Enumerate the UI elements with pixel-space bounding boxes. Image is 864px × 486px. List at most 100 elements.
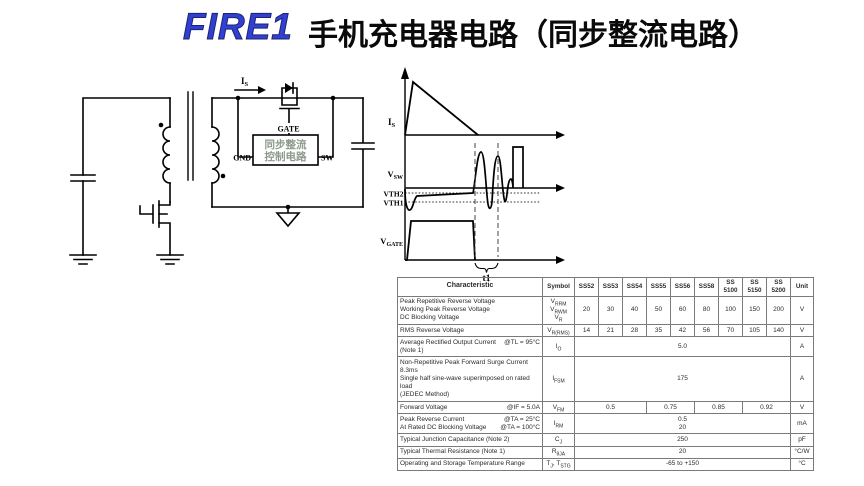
value-cell: 0.92 [742, 401, 791, 415]
characteristic-cell: RMS Reverse Voltage [397, 324, 543, 338]
value-cell: 56 [694, 324, 719, 338]
value-cell: 150 [742, 295, 767, 326]
symbol-cell: IFSM [542, 356, 575, 403]
is-waveform-label: IS [388, 117, 396, 129]
unit-cell: mA [790, 413, 814, 435]
characteristic-cell: Typical Thermal Resistance (Note 1) [397, 445, 543, 459]
value-cell: 200 [766, 295, 791, 326]
value-cell: 250 [574, 433, 791, 447]
column-header: Symbol [542, 277, 575, 297]
table-row: Non-Repetitive Peak Forward Surge Curren… [397, 356, 814, 403]
value-cell: 70 [718, 324, 743, 338]
characteristic-cell: Forward Voltage@IF = 5.0A [397, 401, 543, 415]
output-capacitor [351, 97, 375, 208]
is-trace [404, 80, 479, 136]
gate-pin-label: GATE [277, 125, 299, 134]
characteristic-cell: Operating and Storage Temperature Range [397, 457, 543, 471]
value-cell: -65 to +150 [574, 457, 791, 471]
value-cell: 0.85 [694, 401, 743, 415]
transformer-core [187, 91, 194, 181]
page-title: 手机充电器电路（同步整流电路） [308, 19, 758, 52]
value-cell: 5.0 [574, 336, 791, 358]
secondary-winding [211, 126, 220, 184]
value-cell: 21 [598, 324, 623, 338]
value-cell: 100 [718, 295, 743, 326]
control-box-label-line1: 同步整流 [265, 138, 307, 151]
control-box-label-line2: 控制电路 [265, 150, 307, 163]
value-cell: 175 [574, 356, 791, 403]
value-cell: 14 [574, 324, 599, 338]
body-diode-icon [285, 82, 294, 94]
axis-arrow-right [556, 256, 565, 264]
symbol-cell: TJ, TSTG [542, 457, 575, 471]
column-header: SS56 [670, 277, 695, 297]
unit-cell: pF [790, 433, 814, 447]
polarity-dot [158, 122, 164, 128]
polarity-dot [220, 173, 226, 179]
symbol-cell: IO [542, 336, 575, 358]
column-header: SS54 [622, 277, 647, 297]
is-current-arrow [234, 86, 266, 94]
unit-cell: A [790, 336, 814, 358]
column-header: Unit [790, 277, 814, 297]
value-cell: 35 [646, 324, 671, 338]
gnd-wire [237, 97, 254, 158]
value-cell: 42 [670, 324, 695, 338]
axis-arrow-right [556, 184, 565, 192]
value-cell: 20 [574, 445, 791, 459]
unit-cell: °C [790, 457, 814, 471]
unit-cell: A [790, 356, 814, 403]
value-cell: 40 [622, 295, 647, 326]
unit-cell: V [790, 401, 814, 415]
unit-cell: V [790, 324, 814, 338]
symbol-cell: RθJA [542, 445, 575, 459]
circuit-diagram: IS GATE GND SW 同步整流 控制电路 [69, 76, 375, 265]
vth2-label: VTH2 [383, 190, 403, 199]
column-header: SS55 [646, 277, 671, 297]
vgate-trace [405, 220, 476, 261]
symbol-cell: VR(RMS) [542, 324, 575, 338]
symbol-cell: CJ [542, 433, 575, 447]
sw-pin-label: SW [321, 154, 333, 163]
vsw-waveform-label: VSW [388, 169, 403, 181]
input-capacitor [69, 97, 171, 265]
symbol-cell: VFM [542, 401, 575, 415]
unit-cell: V [790, 295, 814, 326]
column-header: SS52 [574, 277, 599, 297]
primary-mosfet [139, 200, 184, 265]
t1-brace [474, 262, 499, 273]
label-mask [273, 123, 304, 133]
ground-symbol [69, 254, 97, 265]
transformer [158, 91, 226, 208]
axis-arrow-right [556, 131, 565, 139]
brand-logo: FIRE1 [183, 6, 293, 48]
axis-arrow-up [401, 67, 409, 79]
value-cell: 140 [766, 324, 791, 338]
waveform-diagram: IS VSW VTH2 VTH1 VGATE t1 [380, 67, 565, 284]
value-cell: 50 [646, 295, 671, 326]
vsw-trace [404, 146, 524, 211]
column-header: SS53 [598, 277, 623, 297]
column-header: SS58 [694, 277, 719, 297]
table-row: Average Rectified Output Current@TL = 95… [397, 336, 814, 358]
column-header: Characteristic [397, 277, 543, 297]
is-current-label: IS [241, 76, 249, 88]
primary-winding [162, 126, 171, 184]
symbol-cell: IRM [542, 413, 575, 435]
sw-wire [317, 97, 334, 158]
sync-rectifier-mosfet [279, 82, 300, 136]
